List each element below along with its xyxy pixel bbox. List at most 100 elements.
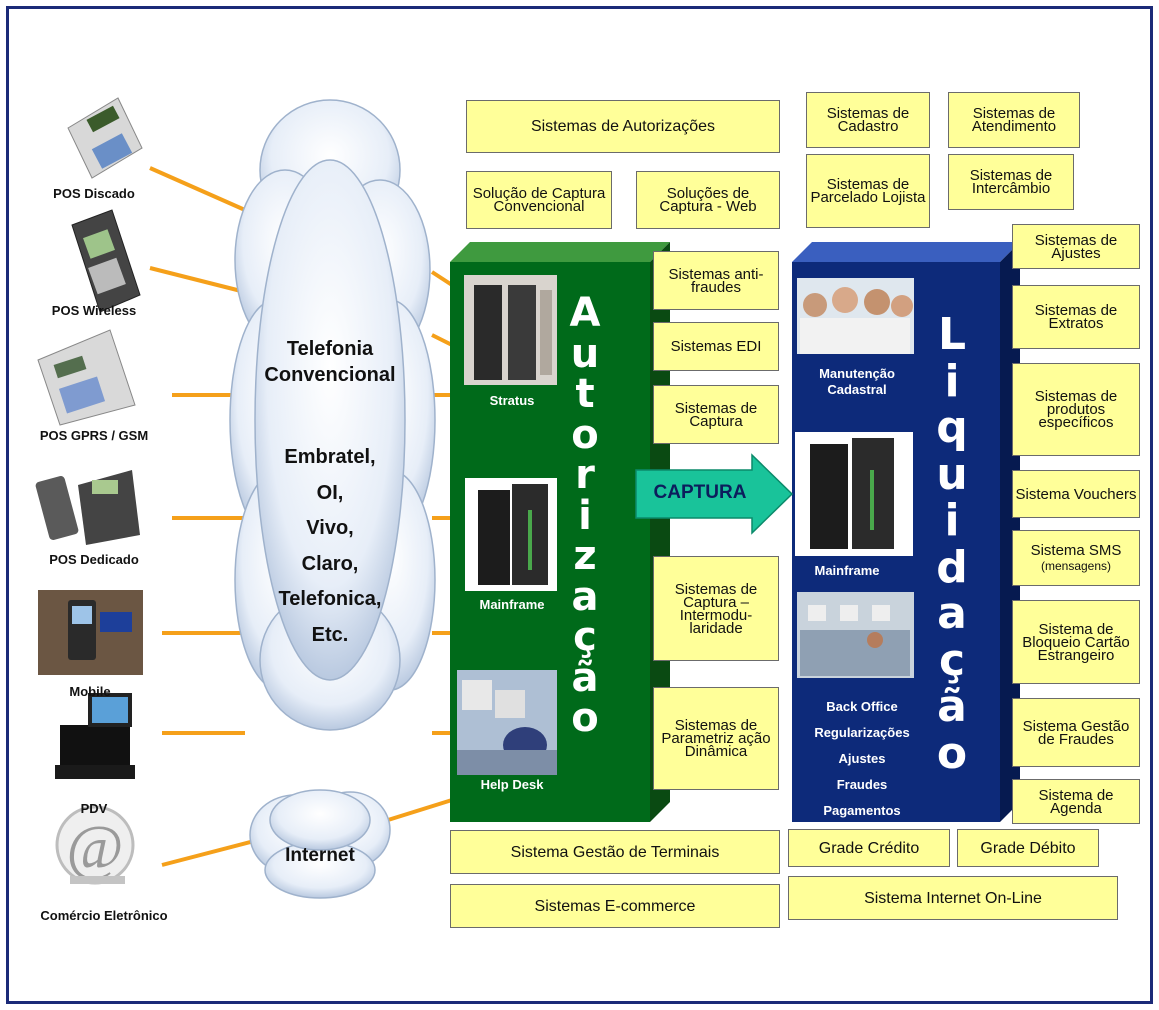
wireless-pos-icon bbox=[71, 209, 141, 313]
sms-title: Sistema SMS bbox=[1030, 541, 1122, 559]
device-label-pos-discado: POS Discado bbox=[53, 186, 135, 201]
dedicated-pos-icon bbox=[35, 470, 140, 545]
gprs-pos-icon bbox=[37, 329, 136, 426]
box-sistema-sms: Sistema SMS (mensagens) bbox=[1012, 530, 1140, 586]
svg-text:@: @ bbox=[66, 814, 123, 882]
box-sistemas-atendimento: Sistemas de Atendimento bbox=[948, 92, 1080, 148]
device-label-pos-gprs: POS GPRS / GSM bbox=[39, 428, 149, 443]
photo-manutencao bbox=[797, 278, 914, 354]
carrier-item: Claro, bbox=[301, 552, 359, 575]
mobile-phone-icon bbox=[38, 590, 143, 675]
box-solucao-captura-convencional: Solução de Captura Convencional bbox=[466, 171, 612, 229]
box-sistemas-edi: Sistemas EDI bbox=[653, 322, 779, 371]
box-sistemas-extratos: Sistemas de Extratos bbox=[1012, 285, 1140, 349]
vertical-letter: o bbox=[571, 695, 599, 741]
sms-subtitle: (mensagens) bbox=[1040, 558, 1112, 573]
helpdesk-label: Help Desk bbox=[480, 777, 544, 792]
box-internet-online: Sistema Internet On-Line bbox=[788, 876, 1118, 920]
vertical-letter: q bbox=[936, 402, 968, 453]
back-office-item: Back Office bbox=[826, 699, 898, 714]
mainframe-label-right: Mainframe bbox=[814, 563, 880, 578]
box-solucoes-captura-web: Soluções de Captura - Web bbox=[636, 171, 780, 229]
connector-line bbox=[430, 270, 454, 287]
liquidacao-vertical-word: L i q u i d a ç ã o bbox=[922, 309, 982, 779]
back-office-item: Ajustes bbox=[838, 751, 886, 766]
box-parametrizacao-dinamica: Sistemas de Parametriz ação Dinâmica bbox=[653, 687, 779, 790]
photo-helpdesk bbox=[457, 670, 557, 775]
connector-line bbox=[387, 798, 453, 822]
box-sistemas-produtos-especificos: Sistemas de produtos específicos bbox=[1012, 363, 1140, 456]
box-sistemas-captura: Sistemas de Captura bbox=[653, 385, 779, 444]
vertical-letter: r bbox=[575, 452, 595, 498]
internet-label: Internet bbox=[285, 845, 355, 866]
back-office-item: Regularizações bbox=[814, 725, 910, 740]
carrier-item: Telefonica, bbox=[278, 588, 382, 610]
vertical-letter: ã bbox=[571, 654, 599, 701]
carrier-item: OI, bbox=[316, 481, 344, 504]
box-anti-fraudes: Sistemas anti-fraudes bbox=[653, 251, 779, 310]
box-captura-intermodularidade: Sistemas de Captura – Intermodu-laridade bbox=[653, 556, 779, 661]
mainframe-label-left: Mainframe bbox=[479, 597, 545, 612]
carrier-item: Etc. bbox=[311, 623, 349, 646]
vertical-letter: ã bbox=[937, 681, 967, 732]
vertical-letter: o bbox=[936, 727, 968, 779]
connector-line bbox=[431, 333, 453, 347]
vertical-letter: ç bbox=[573, 614, 597, 660]
back-office-item: Pagamentos bbox=[823, 803, 901, 818]
vertical-letter: L bbox=[937, 309, 967, 360]
box-sistema-vouchers: Sistema Vouchers bbox=[1012, 470, 1140, 518]
diagram-frame bbox=[6, 6, 1153, 1004]
device-label-pdv: PDV bbox=[80, 801, 108, 816]
photo-mainframe-right bbox=[795, 432, 913, 556]
vertical-letter: i bbox=[944, 355, 960, 407]
photo-backoffice bbox=[797, 592, 914, 678]
box-grade-credito: Grade Crédito bbox=[788, 829, 950, 867]
carrier-item: Vivo, bbox=[306, 517, 354, 539]
pdv-register-icon bbox=[55, 693, 135, 779]
cloud-title-line2: Convencional bbox=[264, 364, 396, 386]
connector-line bbox=[149, 266, 246, 294]
vertical-letter: i bbox=[578, 492, 592, 539]
vertical-letter: o bbox=[571, 411, 599, 458]
box-sistemas-ecommerce: Sistemas E-commerce bbox=[450, 884, 780, 928]
cloud-title-line1: Telefonia bbox=[286, 338, 374, 360]
box-sistemas-intercambio: Sistemas de Intercâmbio bbox=[948, 154, 1074, 210]
back-office-labels: Back Office Regularizações Ajustes Fraud… bbox=[797, 694, 927, 824]
box-bloqueio-cartao-estrangeiro: Sistema de Bloqueio Cartão Estrangeiro bbox=[1012, 600, 1140, 684]
device-label-pos-dedicado: POS Dedicado bbox=[49, 552, 139, 567]
carrier-list: Embratel, OI, Vivo, Claro, Telefonica, E… bbox=[240, 440, 420, 653]
vertical-letter: A bbox=[569, 290, 601, 336]
captura-label: CAPTURA bbox=[653, 482, 747, 503]
box-sistemas-ajustes: Sistemas de Ajustes bbox=[1012, 224, 1140, 269]
photo-mainframe-left bbox=[465, 478, 557, 591]
cloud-title: Telefonia Convencional bbox=[240, 336, 420, 388]
connector-line bbox=[161, 838, 259, 867]
vertical-letter: ç bbox=[938, 634, 966, 686]
vertical-letter: z bbox=[573, 533, 597, 579]
box-sistema-agenda: Sistema de Agenda bbox=[1012, 779, 1140, 824]
autorizacao-vertical-word: A u t o r i z a ç ã o bbox=[560, 293, 610, 739]
connector-line bbox=[149, 166, 246, 212]
telephony-cloud bbox=[229, 99, 436, 731]
box-sistemas-parcelado-lojista: Sistemas de Parcelado Lojista bbox=[806, 154, 930, 228]
captura-arrow bbox=[635, 453, 794, 535]
box-gestao-terminais: Sistema Gestão de Terminais bbox=[450, 830, 780, 874]
box-sistemas-cadastro: Sistemas de Cadastro bbox=[806, 92, 930, 148]
box-gestao-fraudes: Sistema Gestão de Fraudes bbox=[1012, 698, 1140, 767]
device-label-comercio-eletronico: Comércio Eletrônico bbox=[40, 908, 168, 923]
device-label-pos-wireless: POS Wireless bbox=[51, 303, 137, 318]
vertical-letter: a bbox=[571, 573, 599, 620]
vertical-letter: u bbox=[570, 330, 600, 377]
manutencao-cadastral-label: Manutenção Cadastral bbox=[797, 366, 917, 398]
vertical-letter: d bbox=[936, 541, 968, 593]
internet-cloud bbox=[249, 789, 391, 899]
carrier-item: Embratel, bbox=[284, 446, 376, 468]
vertical-letter: i bbox=[944, 495, 960, 546]
pos-terminal-icon bbox=[67, 97, 143, 179]
back-office-item: Fraudes bbox=[836, 777, 888, 792]
vertical-letter: t bbox=[575, 371, 595, 417]
manutencao-line1: Manutenção bbox=[819, 366, 895, 381]
vertical-letter: a bbox=[937, 588, 967, 639]
box-grade-debito: Grade Débito bbox=[957, 829, 1099, 867]
